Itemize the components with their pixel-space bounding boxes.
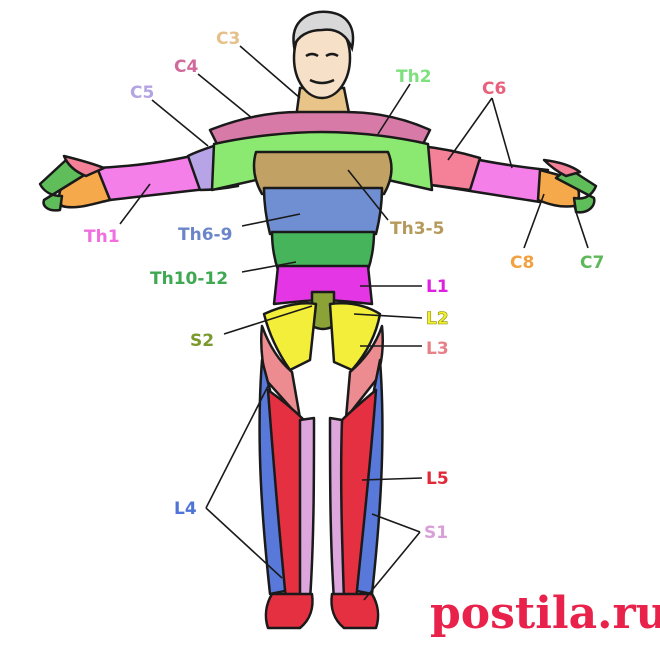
label-l1: L1 — [426, 277, 449, 297]
leader-lines — [119, 45, 589, 601]
right-hand-c6-tip — [542, 158, 582, 178]
left-leg-s1-region — [298, 416, 316, 602]
head — [292, 10, 355, 120]
label-th6-9: Th6-9 — [178, 225, 232, 245]
label-l3: L3 — [426, 339, 449, 359]
mouth — [309, 78, 335, 85]
right-arm — [418, 144, 598, 214]
label-l5: L5 — [426, 469, 449, 489]
right-leg-s1-region — [328, 416, 346, 602]
label-l4: L4 — [174, 499, 197, 519]
label-th1: Th1 — [84, 227, 120, 247]
label-s1: S1 — [424, 523, 448, 543]
watermark: postila.ru — [430, 588, 660, 639]
left-leg — [258, 302, 318, 630]
label-c4: C4 — [174, 57, 198, 77]
torso — [208, 110, 434, 331]
label-l2: L2 — [426, 309, 449, 329]
label-s2: S2 — [190, 331, 214, 351]
left-leg-l2-region — [262, 302, 318, 372]
left-hand-c7-region — [38, 158, 88, 212]
right-leg — [328, 302, 384, 630]
left-arm — [38, 140, 240, 212]
hair — [292, 10, 355, 53]
label-c7: C7 — [580, 253, 604, 273]
label-c5: C5 — [130, 83, 154, 103]
label-c8: C8 — [510, 253, 534, 273]
th3-5-chest-region — [252, 150, 393, 196]
right-foot — [330, 592, 380, 630]
label-c6: C6 — [482, 79, 506, 99]
right-eye — [325, 52, 339, 58]
left-hand-c6-region — [62, 154, 106, 178]
label-th2: Th2 — [396, 67, 432, 87]
label-th3-5: Th3-5 — [390, 219, 444, 239]
label-th10-12: Th10-12 — [150, 269, 228, 289]
th6-9-abdomen-region — [262, 186, 384, 236]
label-c3: C3 — [216, 29, 240, 49]
left-foot — [264, 592, 314, 630]
dermatome-labels: C3 C4 C5 Th2 C6 Th1 Th6-9 Th3-5 C8 C7 Th… — [84, 29, 604, 543]
left-eye — [305, 52, 319, 58]
right-arm-c6-region — [418, 144, 482, 192]
